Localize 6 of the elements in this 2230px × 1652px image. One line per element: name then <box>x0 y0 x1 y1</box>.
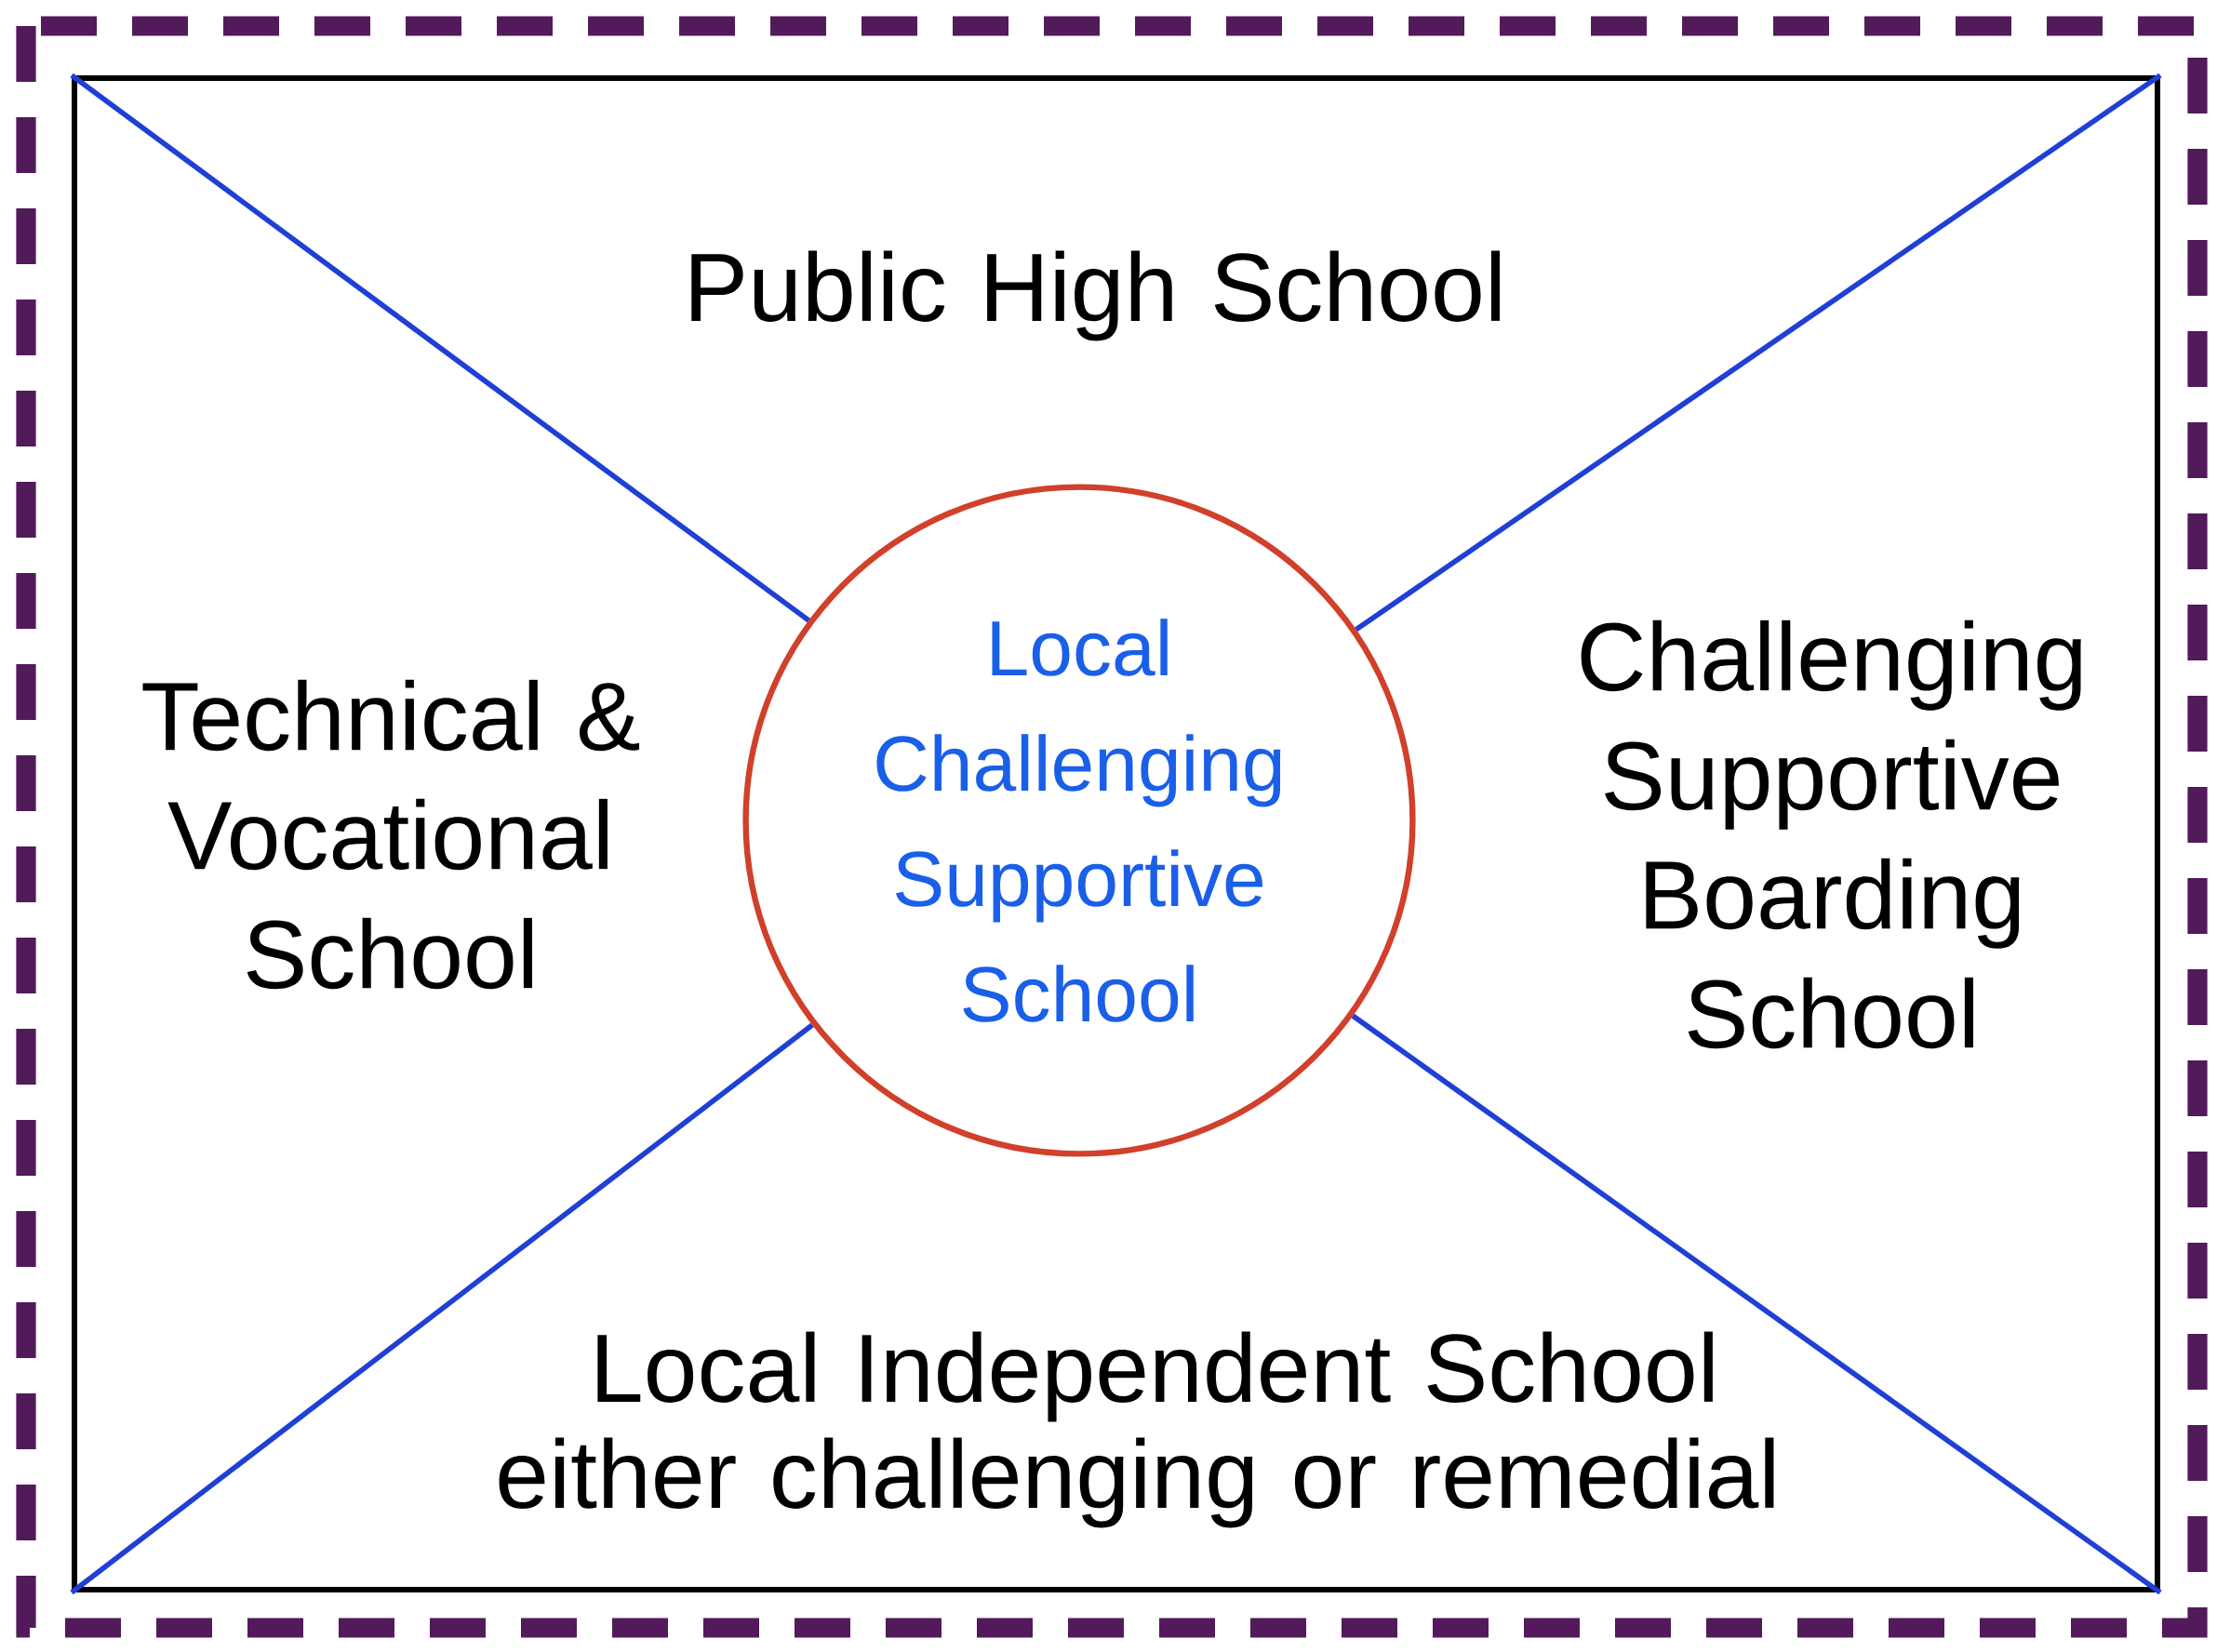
region-label: Local Independent School <box>597 1331 1713 1422</box>
region-label: Technical & Vocational School <box>142 679 640 990</box>
region-label: Public High School <box>691 250 1500 341</box>
connector-line <box>70 1022 814 1595</box>
region-label: Challenging Supportive Boarding School <box>1581 620 2081 1049</box>
region-note: either challenging or remedial <box>499 1437 1774 1528</box>
